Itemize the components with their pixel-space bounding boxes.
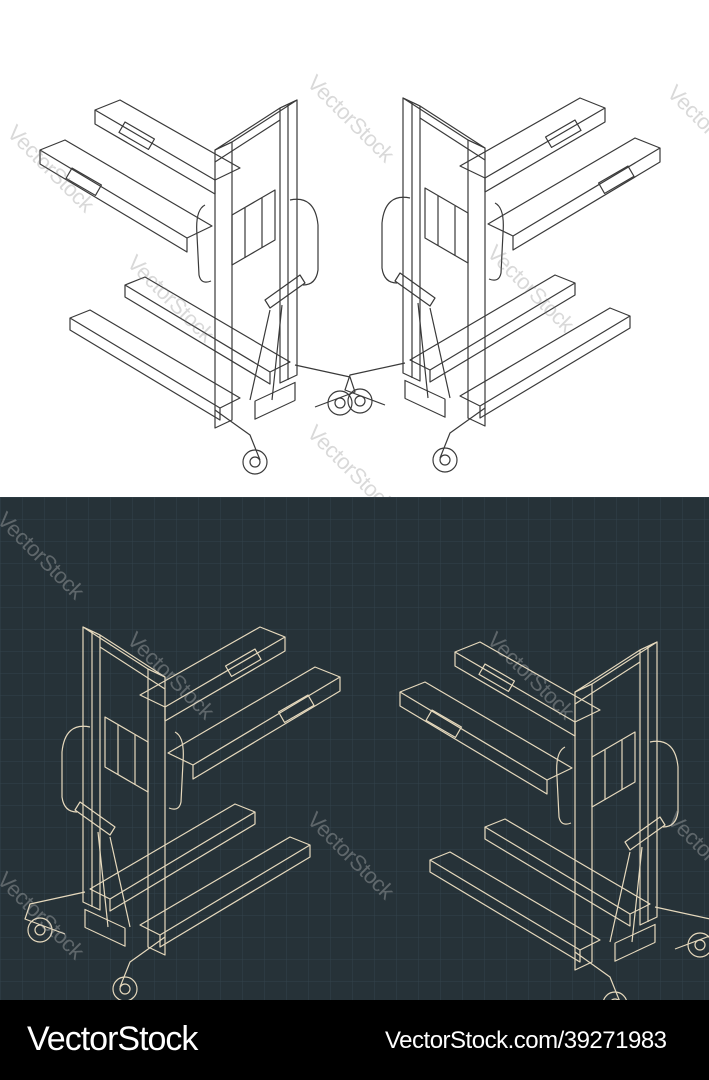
dark-blueprint-panel: VectorStock VectorStock VectorStock Vect… bbox=[0, 497, 709, 1000]
blueprint-grid bbox=[0, 497, 709, 1000]
footer-bar: VectorStock VectorStock.com/39271983 bbox=[0, 1000, 709, 1080]
stacker-drawings-dark bbox=[0, 497, 709, 1000]
brand-logo: VectorStock bbox=[27, 1020, 198, 1058]
light-drawing-panel: VectorStock VectorStock VectorStock Vect… bbox=[0, 0, 709, 517]
image-url: VectorStock.com/39271983 bbox=[385, 1027, 667, 1054]
stacker-drawings-light bbox=[39, 97, 661, 475]
